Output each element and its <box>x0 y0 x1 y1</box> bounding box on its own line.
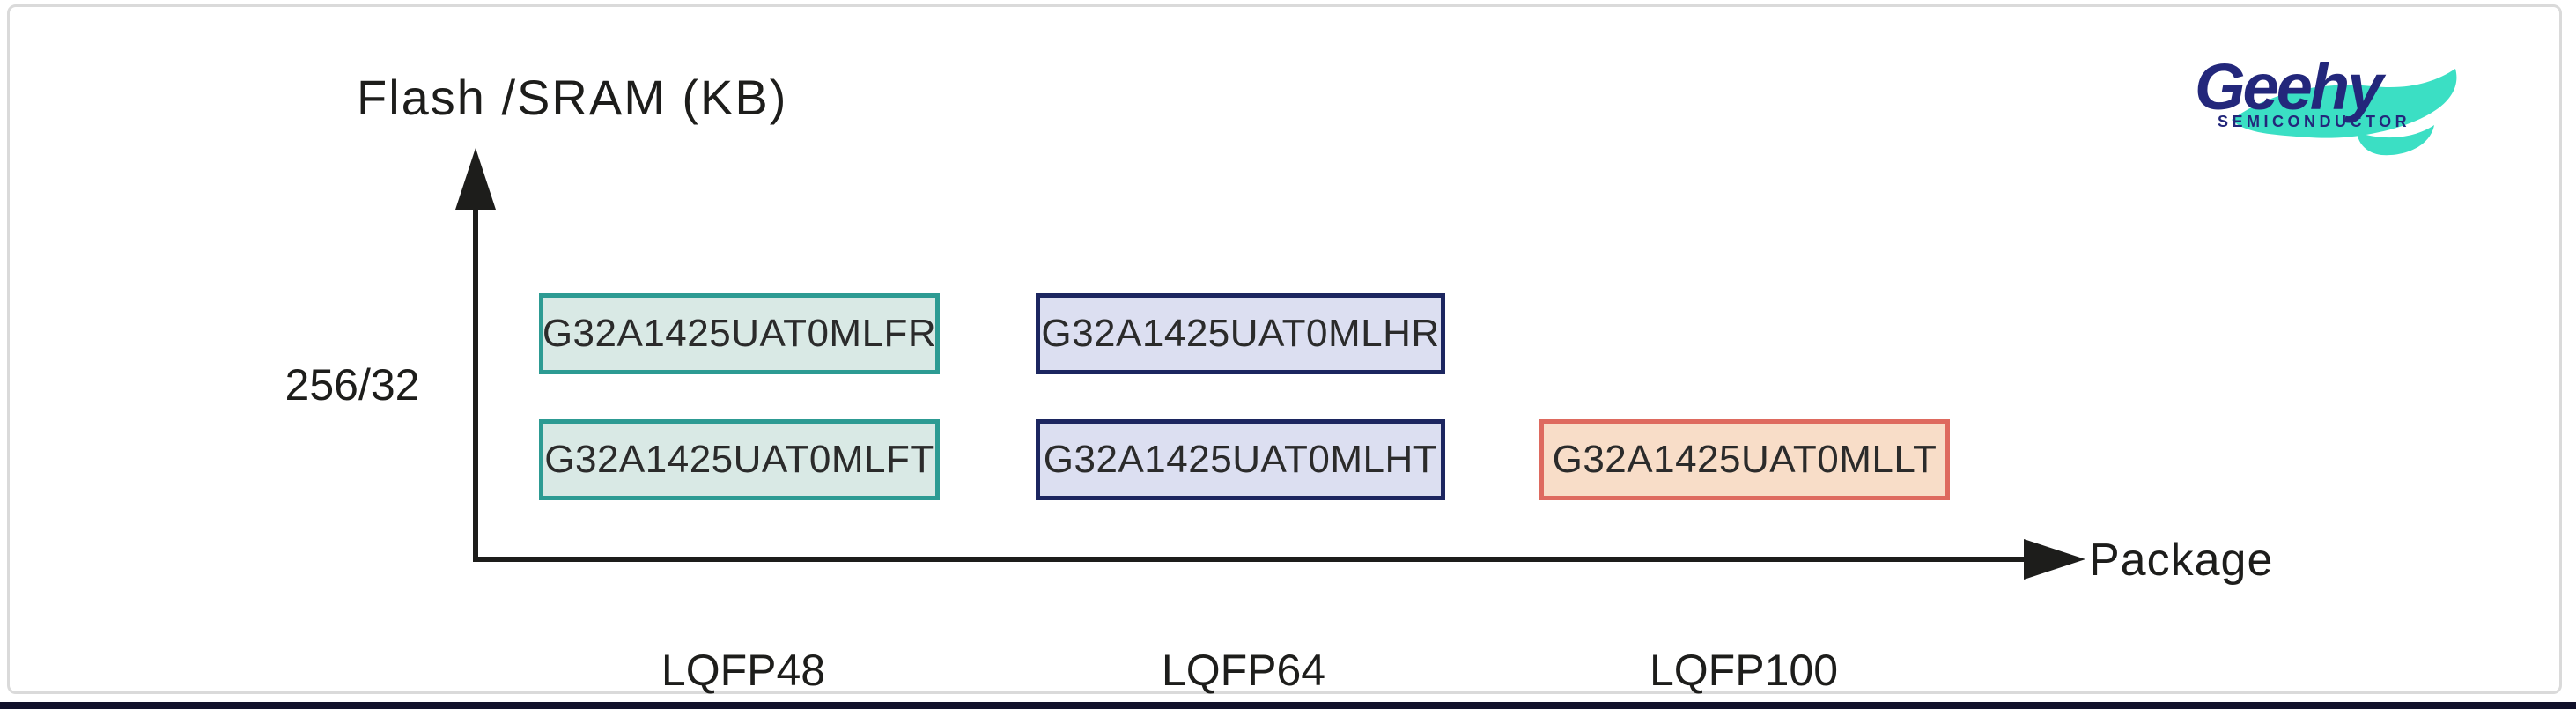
logo-brand-text: Geehy <box>2195 50 2383 123</box>
geehy-logo: Geehy SEMICONDUCTOR <box>2195 55 2485 166</box>
chip-box-g32a1425uat0mlfr: G32A1425UAT0MLFR <box>539 293 940 374</box>
x-axis-title: Package <box>2089 535 2274 586</box>
chip-box-g32a1425uat0mlft: G32A1425UAT0MLFT <box>539 419 940 500</box>
y-axis-arrowhead-icon <box>455 148 496 210</box>
screenshot-bottom-edge <box>0 702 2576 709</box>
x-tick-lqfp48: LQFP48 <box>661 646 826 695</box>
x-tick-lqfp64: LQFP64 <box>1161 646 1326 695</box>
y-axis-title: Flash /SRAM (KB) <box>357 70 788 125</box>
x-tick-lqfp100: LQFP100 <box>1649 646 1838 695</box>
chip-box-g32a1425uat0mllt: G32A1425UAT0MLLT <box>1539 419 1950 500</box>
chip-box-g32a1425uat0mlht: G32A1425UAT0MLHT <box>1036 419 1445 500</box>
y-tick-256-32: 256/32 <box>284 360 420 410</box>
logo-subtitle-text: SEMICONDUCTOR <box>2218 113 2411 130</box>
chip-box-g32a1425uat0mlhr: G32A1425UAT0MLHR <box>1036 293 1445 374</box>
x-axis-arrowhead-icon <box>2024 539 2085 580</box>
y-axis-line <box>473 203 478 562</box>
x-axis-line <box>473 557 2027 562</box>
logo-swoosh-icon <box>2232 69 2457 156</box>
